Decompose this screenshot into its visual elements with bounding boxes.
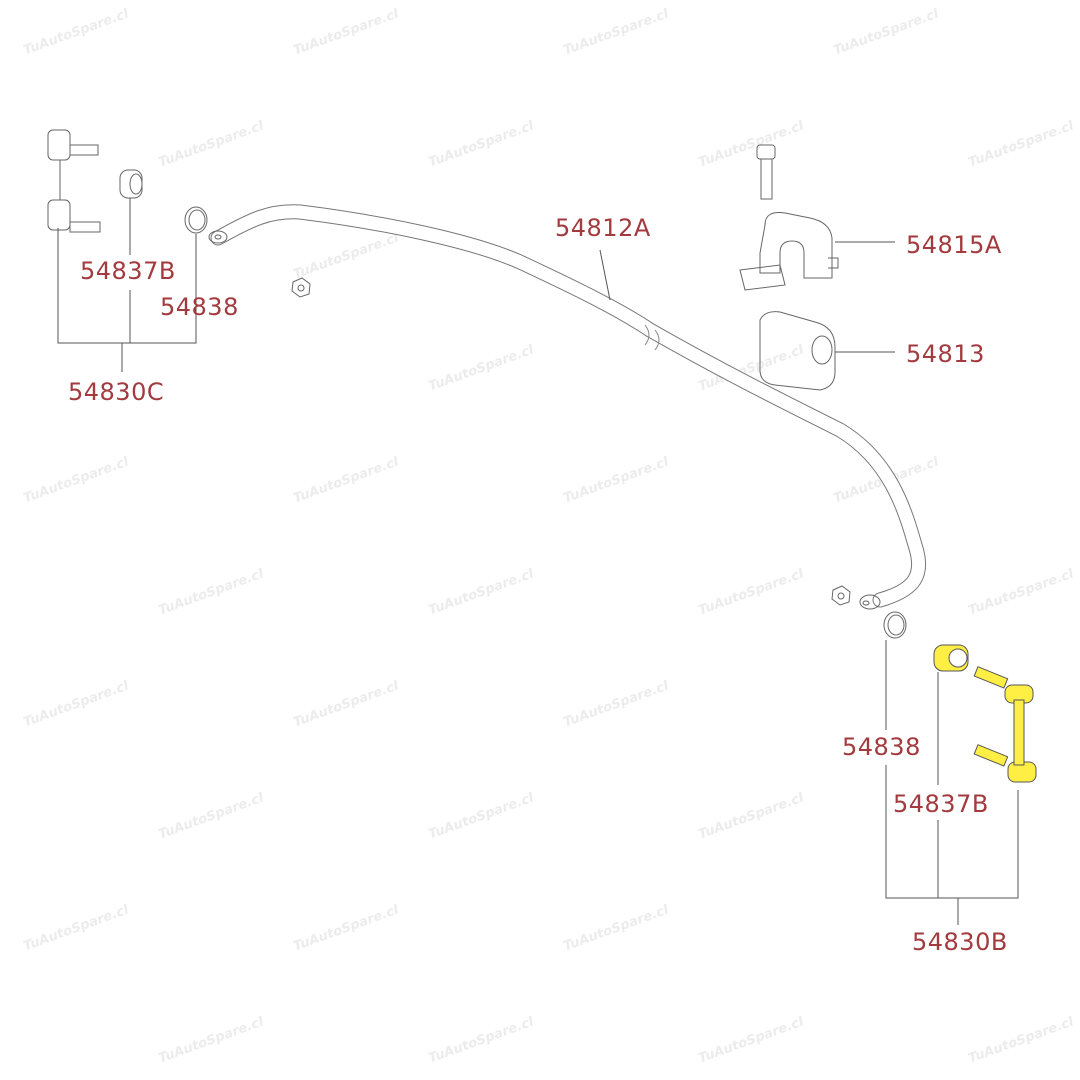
stabilizer-link-right[interactable] — [973, 666, 1037, 783]
ring-right[interactable] — [883, 611, 907, 639]
nut-right[interactable] — [831, 585, 851, 606]
label-54815a: 54815A — [906, 231, 1002, 259]
label-54838-right: 54838 — [842, 733, 921, 761]
label-54837b-left: 54837B — [80, 257, 176, 285]
leader-lines — [57, 198, 1019, 925]
bushing-left[interactable] — [119, 169, 143, 199]
label-54830b: 54830B — [912, 928, 1008, 956]
stabilizer-link-left[interactable] — [47, 129, 101, 233]
label-54830c: 54830C — [68, 378, 165, 406]
bushing-right[interactable] — [933, 644, 969, 672]
label-54838-left: 54838 — [160, 293, 239, 321]
ring-left[interactable] — [184, 206, 208, 234]
nut-left[interactable] — [291, 277, 311, 298]
label-54812a: 54812A — [555, 214, 651, 242]
rubber-bushing[interactable] — [759, 311, 836, 391]
stabilizer-bar[interactable] — [208, 204, 927, 610]
label-54813: 54813 — [906, 340, 985, 368]
bolt[interactable] — [756, 144, 776, 200]
bracket[interactable] — [739, 212, 839, 291]
label-54837b-right: 54837B — [893, 790, 989, 818]
